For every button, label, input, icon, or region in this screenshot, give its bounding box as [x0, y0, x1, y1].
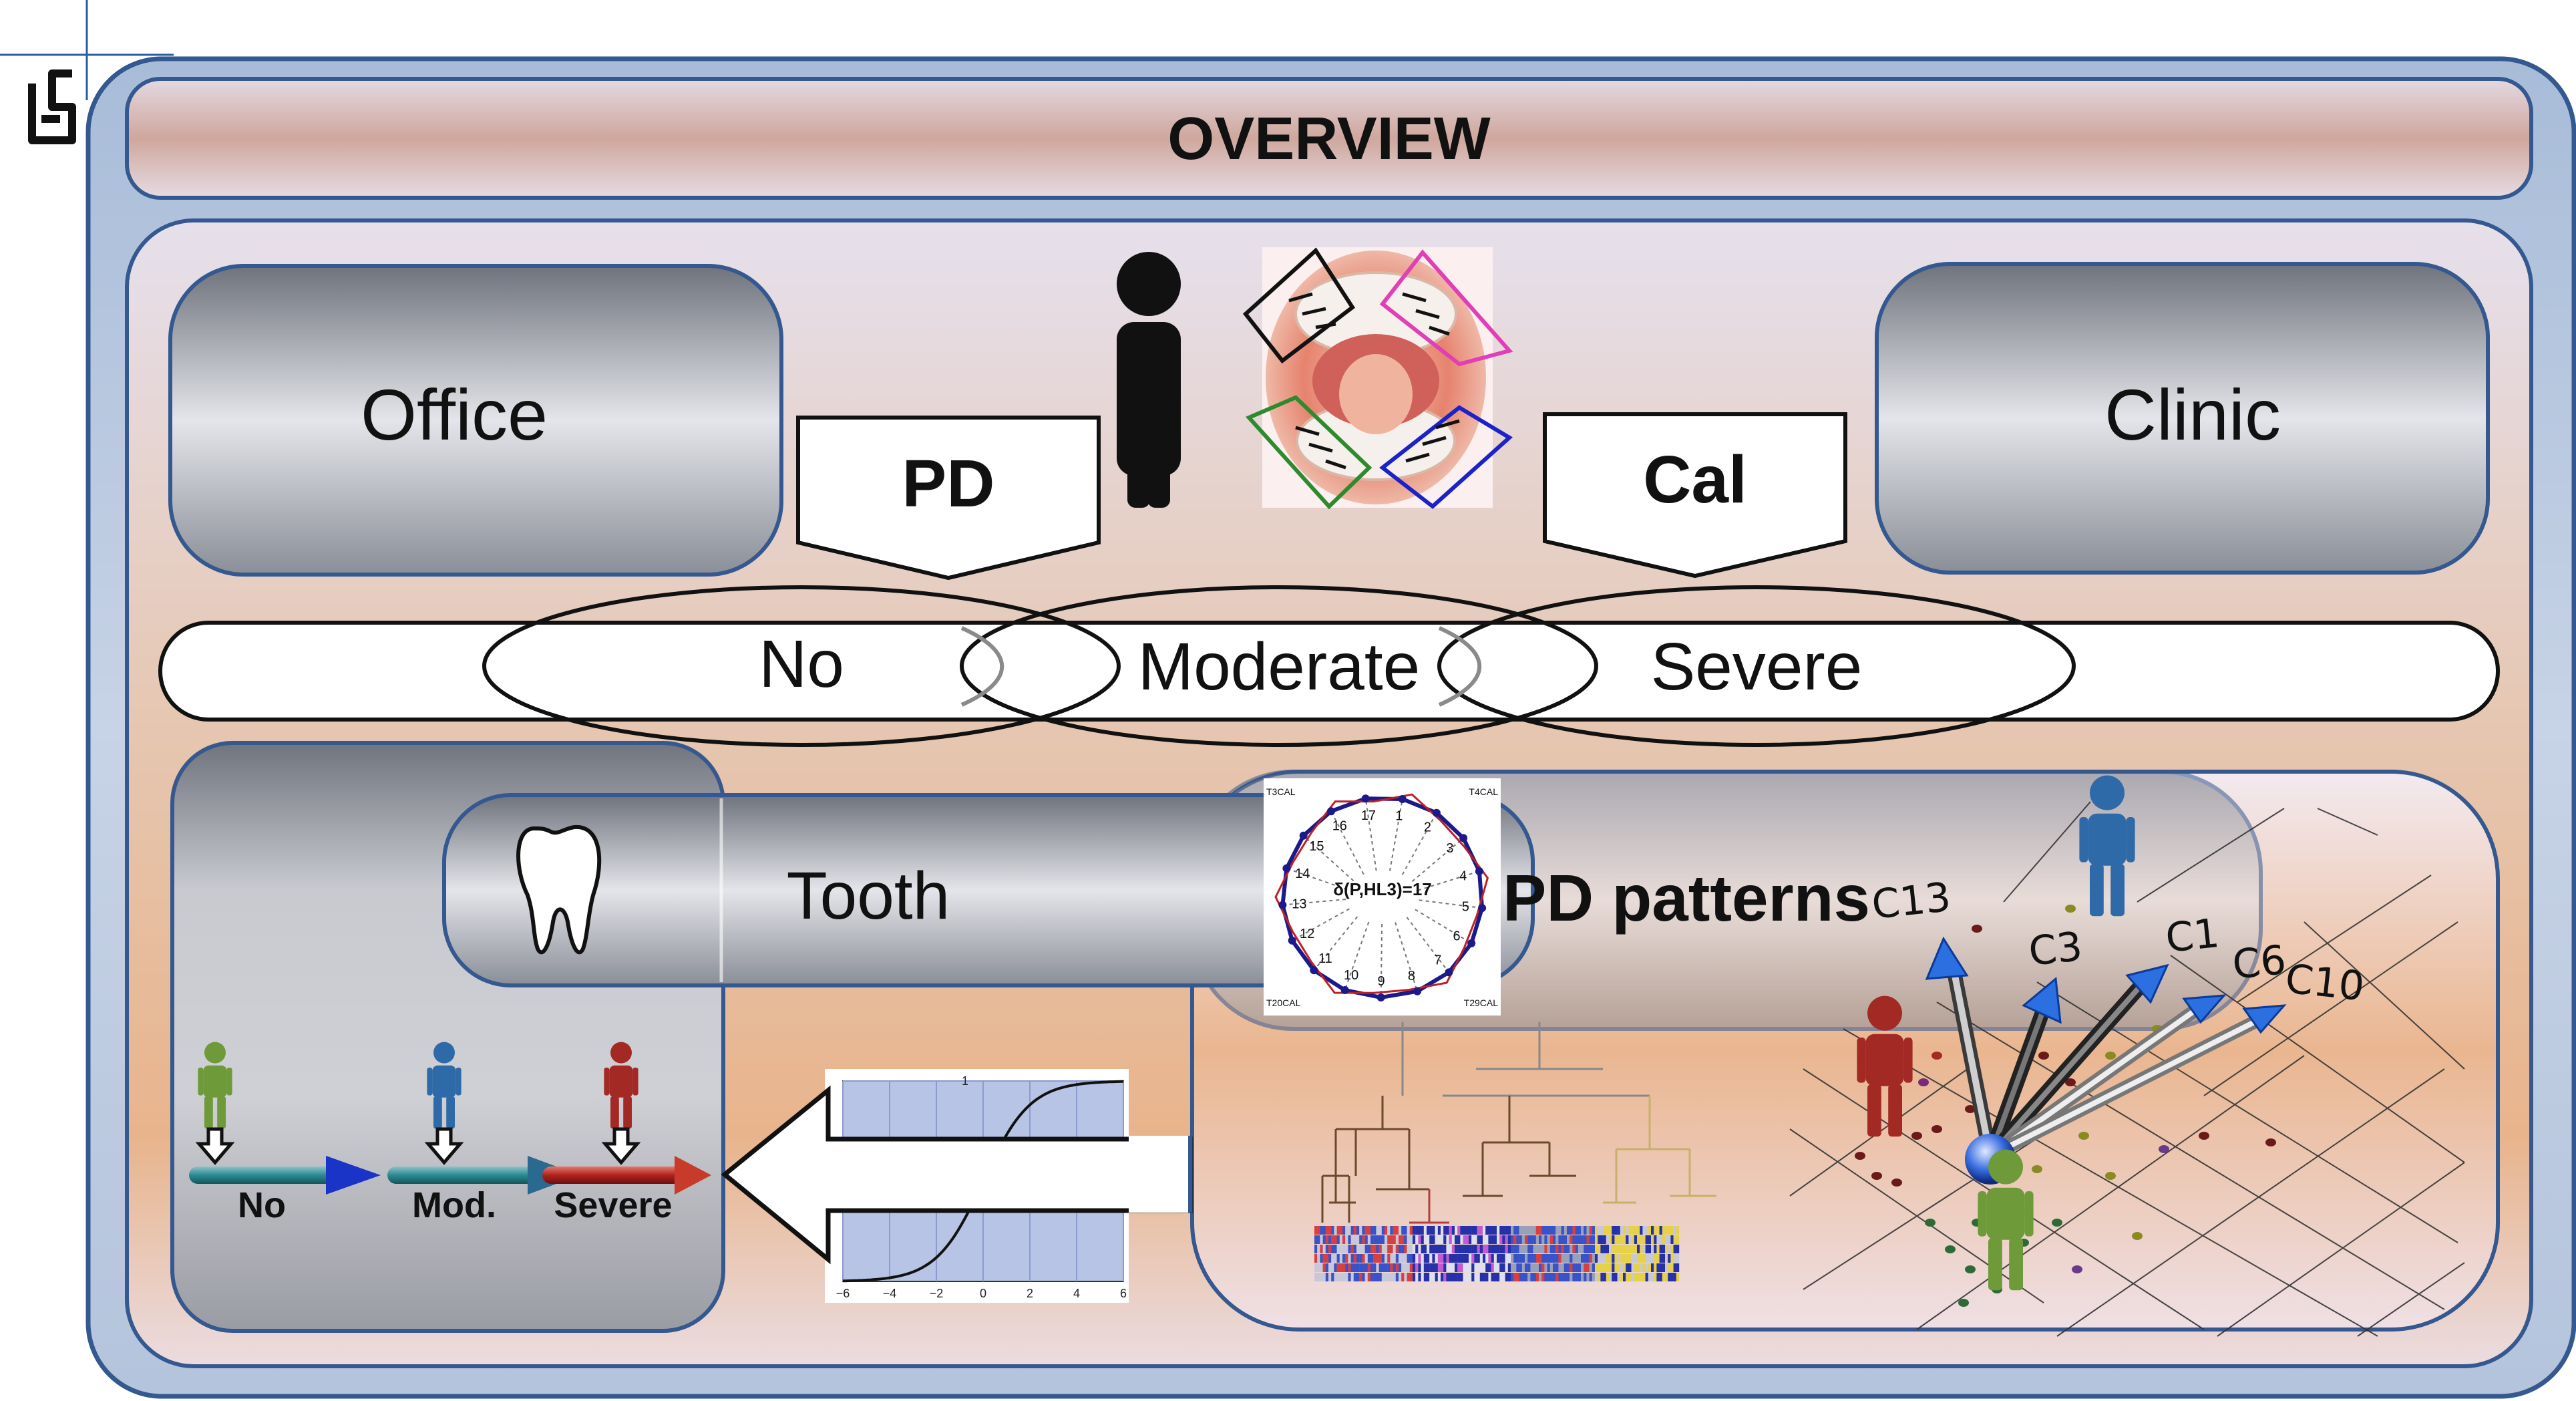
polar-number: 3: [1446, 841, 1453, 856]
office-box: Office: [168, 264, 783, 577]
cluster-c3-label: C3: [2026, 923, 2084, 975]
office-label: Office: [361, 374, 548, 455]
y-tick-label: 1: [962, 1074, 968, 1088]
polar-number: 6: [1453, 929, 1460, 943]
dendrogram: [1321, 1022, 1716, 1224]
polar-corner-tl: T3CAL: [1266, 786, 1296, 797]
polar-number: 12: [1300, 927, 1314, 941]
pd-callout: PD: [796, 416, 1101, 581]
severity-no-label: No: [759, 627, 844, 702]
polar-number: 5: [1462, 899, 1469, 914]
arrow-body-gap: [1129, 1136, 1190, 1213]
polar-number: 17: [1361, 808, 1376, 823]
x-tick-label: −6: [836, 1287, 850, 1300]
polar-number: 16: [1332, 819, 1347, 834]
overview-title: OVERVIEW: [1167, 106, 1490, 172]
polar-number: 9: [1378, 974, 1385, 989]
polar-number: 4: [1459, 869, 1467, 884]
cluster-c10-label: C10: [2283, 955, 2366, 1010]
crop-marks: [0, 0, 174, 100]
x-tick-label: 6: [1120, 1287, 1127, 1300]
cluster-c13-label: C13: [1869, 874, 1953, 929]
polar-corner-br: T29CAL: [1464, 997, 1499, 1008]
polar-number: 8: [1408, 969, 1415, 983]
outcome-no-label: No: [238, 1185, 286, 1225]
polar-number: 15: [1309, 839, 1324, 854]
overview-header: OVERVIEW: [125, 77, 2533, 200]
outcome-severe-label: Severe: [554, 1185, 672, 1225]
x-tick-label: −2: [930, 1287, 944, 1300]
cal-callout: Cal: [1543, 412, 1847, 579]
polar-number: 14: [1295, 867, 1310, 881]
polar-formula: δ(P,HL3)=17: [1333, 879, 1432, 899]
severity-moderate-ellipse: [960, 585, 1598, 747]
cluster-c1-label: C1: [2163, 910, 2221, 962]
cluster-plot: C13 C3 C1 C6 C10: [1789, 775, 2465, 1337]
polar-number: 13: [1292, 897, 1306, 912]
polar-number: 10: [1344, 968, 1358, 983]
pd-patterns-label: PD patterns: [1503, 861, 1870, 935]
polar-number: 1: [1395, 808, 1403, 823]
polar-corner-bl: T20CAL: [1266, 997, 1301, 1008]
clinic-label: Clinic: [2104, 374, 2281, 455]
severity-moderate-label: Moderate: [1138, 629, 1420, 704]
clinic-box: Clinic: [1875, 262, 2490, 575]
polar-corner-tr: T4CAL: [1469, 786, 1498, 797]
x-tick-label: −4: [883, 1287, 897, 1300]
severity-no-ellipse: [482, 585, 1121, 747]
polar-number: 7: [1434, 953, 1441, 968]
polar-number: 11: [1318, 951, 1332, 966]
severity-severe-ellipse: [1437, 585, 2076, 747]
outcome-mod-label: Mod.: [412, 1185, 496, 1225]
cluster-c6-label: C6: [2230, 937, 2288, 989]
polar-number: 2: [1424, 820, 1431, 835]
tooth-icon: [516, 824, 602, 955]
tooth-label: Tooth: [787, 859, 950, 933]
patient-icon: [1117, 252, 1181, 508]
cal-label: Cal: [1643, 442, 1747, 517]
tooth-bar: Tooth: [442, 793, 1535, 987]
severity-severe-label: Severe: [1651, 629, 1863, 704]
x-tick-label: 0: [980, 1287, 986, 1300]
pd-label: PD: [902, 446, 995, 521]
x-tick-label: 2: [1027, 1287, 1033, 1300]
severity-scale: No Moderate Severe: [158, 585, 2500, 747]
heatmap: [1314, 1226, 1680, 1281]
x-tick-label: 4: [1073, 1287, 1080, 1300]
open-mouth-illustration: [1242, 247, 1513, 510]
publisher-logo-icon: [28, 69, 76, 144]
outcome-progression: No Mod. Severe: [189, 1042, 711, 1225]
